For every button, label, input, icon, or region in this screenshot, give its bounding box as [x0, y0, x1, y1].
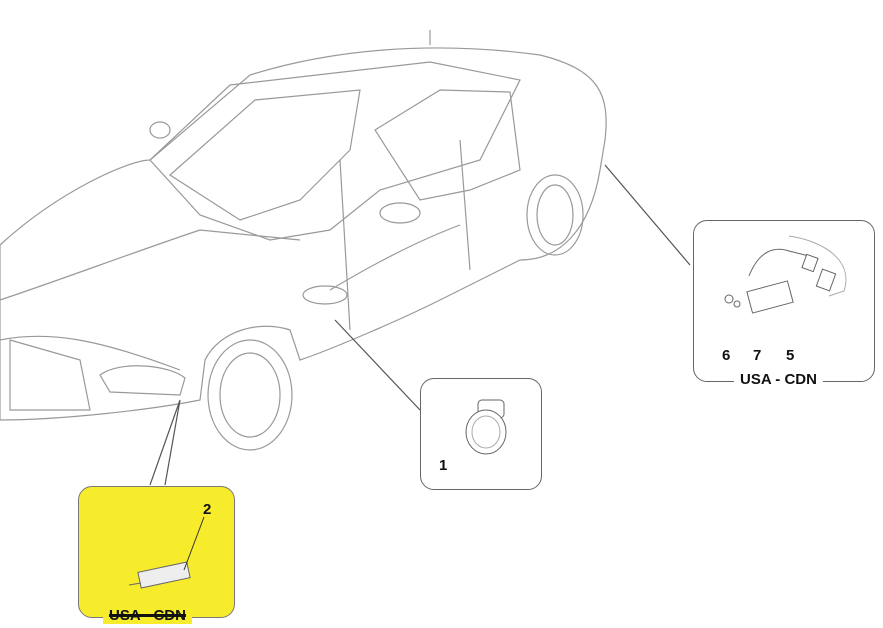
rear-marker-lamp-icon [724, 235, 847, 314]
callout-part-1[interactable]: 1 [439, 457, 448, 474]
callout-part-6[interactable]: 6 [722, 347, 731, 364]
side-marker-lamp-icon [465, 399, 507, 455]
detail-box-rear-marker-usa-cdn: 6 7 5 USA - CDN [693, 220, 875, 388]
leader-line-part-2 [183, 516, 205, 571]
front-reflector-icon [128, 561, 191, 589]
detail-box-front-marker-highlighted[interactable]: 2 USA - CDN [78, 486, 235, 624]
callout-part-7[interactable]: 7 [753, 347, 762, 364]
callout-part-5[interactable]: 5 [786, 347, 795, 364]
callout-part-2[interactable]: 2 [203, 501, 212, 518]
caption-usa-cdn: USA - CDN [734, 371, 823, 388]
detail-box-side-marker: 1 [420, 378, 542, 490]
caption-usa-cdn-front: USA - CDN [103, 607, 192, 624]
